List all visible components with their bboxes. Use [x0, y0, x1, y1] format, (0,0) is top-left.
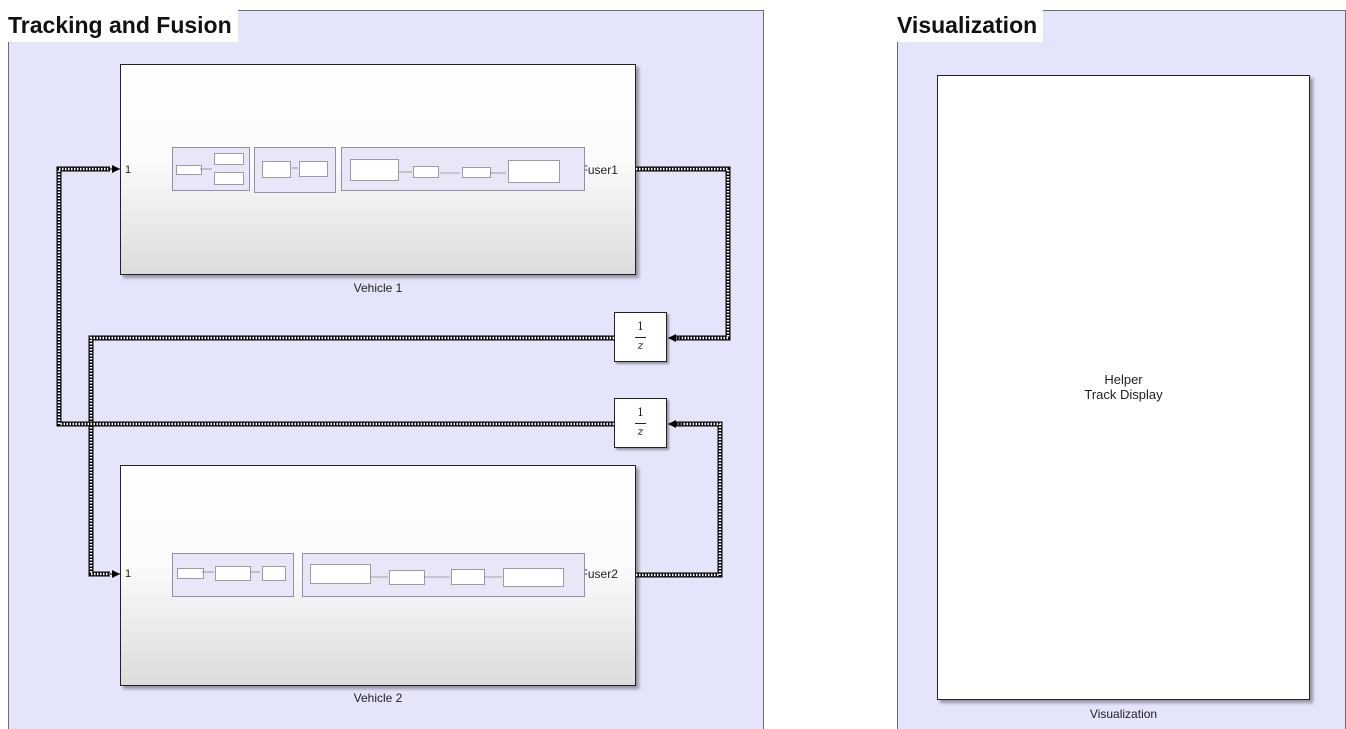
vehicle-1-inner-group-1: [172, 147, 250, 191]
vehicle-1-subsystem[interactable]: 1 TrackFuser1: [120, 64, 636, 275]
mini-block: [214, 172, 244, 185]
helper-track-display-line2: Track Display: [1084, 387, 1163, 402]
mini-block: [310, 564, 371, 584]
mini-block: [503, 568, 564, 587]
mini-block: [451, 569, 485, 585]
vehicle-2-inner-group-1: [172, 553, 294, 597]
helper-track-display-text: Helper Track Display: [938, 372, 1309, 402]
mini-block: [350, 159, 399, 181]
mini-block: [508, 160, 560, 183]
vehicle-2-inner-group-2: [302, 553, 585, 597]
mini-block: [215, 566, 251, 581]
mini-block: [413, 166, 439, 178]
mini-block: [176, 165, 202, 175]
delay-fraction-bar: [635, 423, 646, 424]
delay-denominator: z: [637, 339, 644, 352]
mini-block: [214, 153, 244, 165]
delay-numerator: 1: [637, 320, 644, 333]
visualization-title: Visualization: [897, 10, 1044, 42]
mini-block: [462, 167, 491, 178]
vehicle-2-label: Vehicle 2: [353, 691, 403, 705]
delay-numerator: 1: [637, 406, 644, 419]
mini-block: [262, 161, 291, 178]
vehicle-1-label: Vehicle 1: [353, 281, 403, 295]
vehicle-1-inner-group-2: [254, 147, 336, 193]
mini-block: [389, 570, 425, 585]
delay-fraction-bar: [635, 337, 646, 338]
vehicle-1-input-port-label: 1: [125, 164, 132, 176]
tracking-fusion-title: Tracking and Fusion: [8, 10, 238, 42]
unit-delay-block-1[interactable]: 1 z: [614, 312, 667, 362]
helper-track-display-block[interactable]: Helper Track Display: [937, 75, 1310, 700]
delay-denominator: z: [637, 425, 644, 438]
unit-delay-block-2[interactable]: 1 z: [614, 398, 667, 448]
vehicle-2-subsystem[interactable]: 1 TrackFuser2: [120, 465, 636, 686]
mini-block: [299, 161, 328, 177]
vehicle-1-inner-group-3: [341, 147, 585, 191]
vehicle-2-input-port-label: 1: [125, 568, 132, 580]
mini-block: [177, 568, 204, 579]
mini-block: [262, 566, 286, 581]
helper-track-display-line1: Helper: [1104, 372, 1143, 387]
visualization-block-label: Visualization: [1089, 707, 1158, 721]
